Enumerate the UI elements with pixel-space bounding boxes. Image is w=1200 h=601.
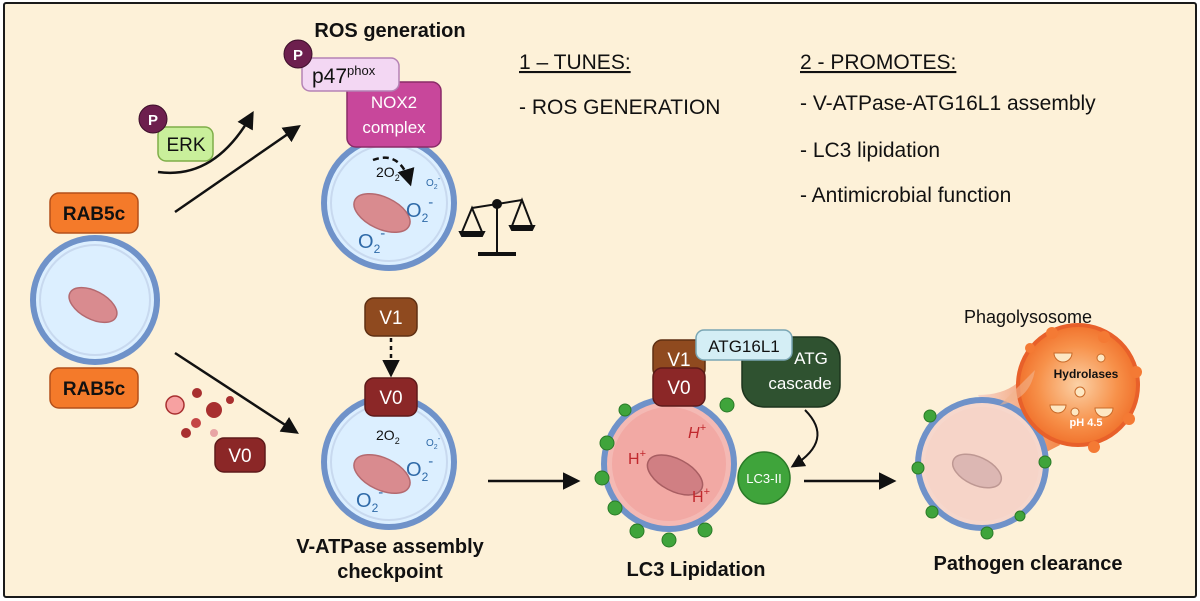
tunes-heading: 1 – TUNES: — [519, 51, 631, 74]
arrow-atg-to-lc3 — [790, 409, 819, 468]
pathogen-clearance-title: Pathogen clearance — [934, 553, 1123, 575]
rab5c-badge-top: RAB5c — [49, 192, 139, 234]
pathogen — [951, 453, 1003, 489]
two-o2-label: 2O2 — [376, 164, 400, 183]
rab5c-phagosome — [30, 235, 160, 365]
background-panel — [3, 2, 1197, 598]
promotes-section: 2 - PROMOTES: - V-ATPase-ATG16L1 assembl… — [800, 51, 1096, 207]
v0-label-lc3: V0 — [667, 378, 690, 399]
superoxide-label-3: O2- — [406, 453, 433, 484]
proton-label-1: H+ — [628, 448, 646, 468]
p47-phospho-badge: P — [283, 39, 313, 69]
v1-label: V1 — [379, 308, 402, 329]
p47-phospho-label: P — [293, 47, 303, 64]
nox2-label-line2: complex — [362, 118, 426, 137]
lysosome-protrusions — [1025, 327, 1142, 453]
proton-label-3: H+ — [692, 486, 710, 506]
phagolysosome-title: Phagolysosome — [964, 307, 1092, 327]
tunes-item-1: - ROS GENERATION — [519, 96, 720, 119]
erk-box: ERK — [157, 126, 214, 162]
promotes-heading: 2 - PROMOTES: — [800, 51, 956, 74]
lc3-lipidation-title: LC3 Lipidation — [627, 559, 766, 581]
nox2-complex: NOX2 complex — [346, 81, 442, 148]
erk-label: ERK — [166, 135, 205, 156]
pathogen — [353, 192, 411, 234]
superoxide-label-1: O2- — [406, 194, 433, 225]
v0-box-checkpoint: V0 — [364, 377, 418, 417]
atg-label-line1: ATG — [794, 349, 828, 368]
promotes-item-3: - Antimicrobial function — [800, 184, 1011, 207]
hydrolase-icons — [1049, 352, 1114, 418]
superoxide-label-small: O2- — [426, 174, 441, 191]
pathogen — [646, 454, 704, 496]
tunes-section: 1 – TUNES: - ROS GENERATION — [519, 51, 720, 119]
erk-phospho-badge: P — [138, 104, 168, 134]
rab5c-badge-bottom: RAB5c — [49, 367, 139, 409]
phagolysosome-membrane-dots — [911, 409, 1052, 540]
arrow-erk — [157, 110, 254, 175]
ros-generation-title: ROS generation — [314, 20, 465, 42]
v0-particles — [165, 388, 234, 438]
ros-phagosome — [321, 135, 457, 271]
v0-label: V0 — [379, 388, 402, 409]
arrow-to-ros — [174, 125, 301, 214]
lc3-ii-label: LC3-II — [746, 471, 781, 486]
v1-box-checkpoint: V1 — [364, 297, 418, 337]
ph-label: pH 4.5 — [1069, 417, 1102, 429]
v0-box-lc3: V0 — [652, 367, 706, 407]
superoxide-label-small-2: O2- — [426, 434, 441, 451]
balance-scale-icon — [458, 197, 536, 256]
v-atpase-title-line2: checkpoint — [337, 561, 443, 583]
rab5c-label-bottom: RAB5c — [63, 379, 126, 400]
p47phox-box: p47phox — [301, 57, 400, 92]
v0-free-label: V0 — [228, 446, 251, 467]
v-atpase-title-line1: V-ATPase assembly — [296, 536, 484, 558]
lc3-phagosome — [601, 396, 737, 532]
atg16l1-box: ATG16L1 — [695, 329, 793, 361]
nox2-label-line1: NOX2 — [371, 93, 417, 112]
rab5c-label-top: RAB5c — [63, 204, 126, 225]
superoxide-arrow — [372, 156, 415, 187]
atg-label-line2: cascade — [768, 374, 831, 393]
promotes-item-1: - V-ATPase-ATG16L1 assembly — [800, 92, 1096, 115]
superoxide-label-4: O2- — [356, 484, 383, 515]
lc3-ii-badge: LC3-II — [737, 451, 791, 505]
superoxide-label-2: O2- — [358, 225, 385, 256]
p47-label: p47phox — [312, 63, 376, 88]
atg16l1-label: ATG16L1 — [708, 337, 780, 356]
v1-label-lc3: V1 — [667, 350, 690, 371]
pathogen — [353, 453, 411, 495]
lc3-membrane-dots — [594, 397, 735, 548]
v0-free-box: V0 — [214, 437, 266, 473]
proton-label-2: H+ — [688, 422, 707, 442]
two-o2-label-checkpoint: 2O2 — [376, 427, 400, 446]
hydrolases-label: Hydrolases — [1054, 367, 1119, 381]
pathogen — [68, 286, 118, 324]
erk-phospho-label: P — [148, 112, 158, 129]
arrow-to-v-atpase — [174, 351, 299, 434]
promotes-item-2: - LC3 lipidation — [800, 139, 940, 162]
